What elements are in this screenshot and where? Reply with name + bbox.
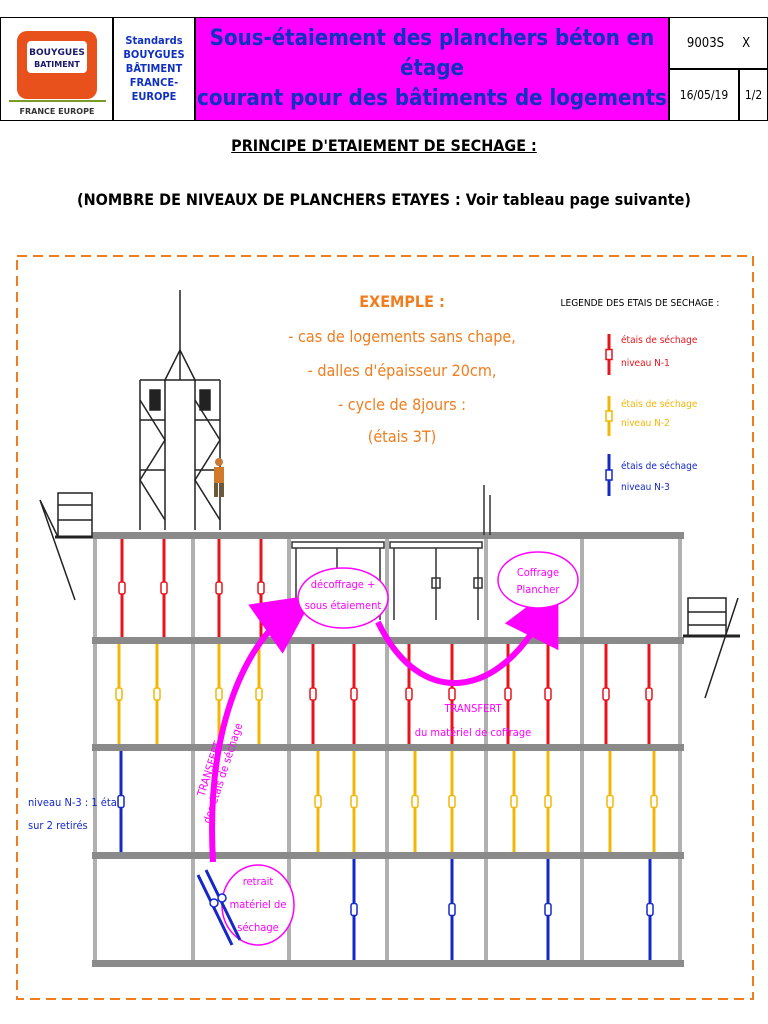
retrait-label: retrait <box>243 875 274 888</box>
section-subheading: (NOMBRE DE NIVEAUX DE PLANCHERS ETAYES :… <box>77 190 691 209</box>
prop <box>350 644 358 744</box>
logo-line1: BOUYGUES <box>29 48 85 58</box>
decoffrage-ellipse <box>297 567 389 629</box>
climbing-mast <box>139 290 221 530</box>
legend-n3-line1: étais de séchage <box>621 460 698 472</box>
prop <box>411 751 419 852</box>
transfert-coffrage-label: du matériel de coffrage <box>415 726 532 739</box>
example-line: - cycle de 8jours : <box>338 395 466 414</box>
worker-figure <box>214 458 224 497</box>
prop <box>602 644 610 744</box>
prop <box>118 539 126 637</box>
prop <box>510 751 518 852</box>
prop <box>153 644 161 744</box>
logo-line2: BATIMENT <box>34 60 80 69</box>
slab <box>92 852 684 859</box>
prop <box>350 751 358 852</box>
prop <box>646 859 654 960</box>
doc-mark: X <box>742 35 751 51</box>
prop <box>160 539 168 637</box>
doc-ref: 9003S <box>686 35 725 51</box>
legend-prop-clamp <box>605 410 613 422</box>
prop <box>255 644 263 744</box>
prop <box>448 751 456 852</box>
example-title: EXEMPLE : <box>359 292 444 311</box>
dashed-frame <box>16 255 754 1000</box>
coffrage-label: Coffrage <box>517 566 559 579</box>
legend-n2-line1: étais de séchage <box>621 398 698 410</box>
prop <box>448 859 456 960</box>
bouygues-logo: BOUYGUES BATIMENT FRANCE EUROPE <box>9 31 106 116</box>
standards-line: BÂTIMENT <box>125 62 183 75</box>
prop <box>544 644 552 744</box>
legend-n3-line2: niveau N-3 <box>621 482 670 493</box>
prop <box>215 644 223 744</box>
niveau-n3-note: niveau N-3 : 1 étai <box>28 796 120 809</box>
transfert-coffrage-arrow <box>375 583 559 686</box>
title-line: courant pour des bâtiments de logements <box>197 86 667 111</box>
document-title: Sous-étaiement des planchers béton en ét… <box>195 17 669 121</box>
prop <box>115 644 123 744</box>
prop <box>606 751 614 852</box>
retrait-label: matériel de <box>230 898 287 911</box>
prop <box>117 751 125 852</box>
coffrage-ellipse <box>497 551 579 609</box>
legend-props <box>605 334 613 496</box>
standards-cell: Standards BOUYGUES BÂTIMENT FRANCE-EUROP… <box>113 17 195 121</box>
prop <box>309 644 317 744</box>
section-heading: PRINCIPE D'ETAIEMENT DE SECHAGE : <box>231 136 537 155</box>
prop <box>544 859 552 960</box>
right-edge-platform <box>683 597 740 699</box>
legend-n2-line2: niveau N-2 <box>621 418 670 429</box>
slab <box>92 744 684 751</box>
coffrage-label: Plancher <box>517 583 561 596</box>
standards-line: BOUYGUES <box>123 48 185 61</box>
transfert-etais-arrow <box>209 594 315 863</box>
left-edge-platform <box>39 492 93 601</box>
logo-sub: FRANCE EUROPE <box>20 107 95 116</box>
retrait-label: séchage <box>237 921 278 934</box>
prop <box>650 751 658 852</box>
legend-n1-line1: étais de séchage <box>621 334 698 346</box>
slab-top <box>92 532 684 539</box>
prop <box>448 644 456 744</box>
example-line: - cas de logements sans chape, <box>288 327 516 346</box>
transfert-coffrage-label: TRANSFERT <box>444 702 503 715</box>
standards-line: FRANCE-EUROPE <box>129 76 179 103</box>
retired-props <box>196 869 242 946</box>
prop <box>405 644 413 744</box>
doc-date: 16/05/19 <box>669 69 739 121</box>
standards-line: Standards <box>125 34 183 47</box>
title-line: Sous-étaiement des planchers béton en ét… <box>209 26 655 81</box>
prop <box>645 644 653 744</box>
prop <box>350 859 358 960</box>
legend-title: LEGENDE DES ETAIS DE SECHAGE : <box>561 298 720 309</box>
example-line: - dalles d'épaisseur 20cm, <box>308 361 497 380</box>
legend-n1-line2: niveau N-1 <box>621 358 670 369</box>
legend-prop-clamp <box>605 469 613 481</box>
prop <box>314 751 322 852</box>
legend-prop-clamp <box>605 348 613 361</box>
slab <box>92 960 684 967</box>
niveau-n3-note: sur 2 retirés <box>28 819 88 832</box>
prop <box>257 539 265 637</box>
prop <box>215 539 223 637</box>
example-line: (étais 3T) <box>368 427 437 446</box>
decoffrage-label: sous étaiement <box>305 599 382 612</box>
prop <box>544 751 552 852</box>
decoffrage-label: décoffrage + <box>311 578 376 591</box>
logo-cell: BOUYGUES BATIMENT FRANCE EUROPE <box>0 17 113 121</box>
